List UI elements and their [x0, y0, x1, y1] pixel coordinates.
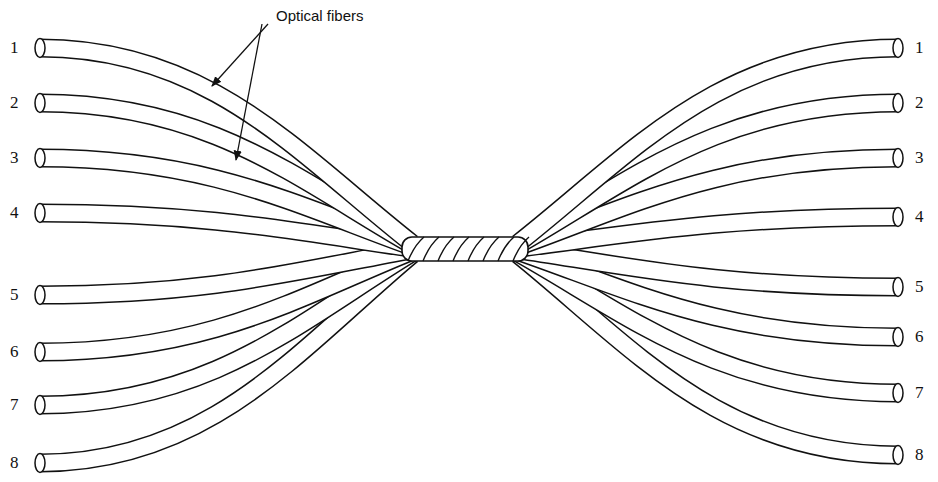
fiber-end	[35, 343, 45, 362]
fiber-end	[893, 278, 903, 297]
twist-strand	[483, 237, 499, 261]
fiber-end	[893, 384, 903, 403]
fiber-end	[893, 328, 903, 347]
optical-fibers	[35, 39, 903, 473]
fiber-left-core	[40, 250, 412, 295]
twist-strand	[468, 237, 484, 261]
fiber-end	[893, 208, 903, 227]
fiber-number: 7	[915, 384, 924, 401]
fiber-number: 5	[10, 286, 19, 303]
twist-outline	[402, 237, 528, 261]
fiber-number: 4	[10, 204, 19, 221]
twist-strand	[453, 237, 469, 261]
fiber-number: 4	[915, 208, 924, 225]
twist-strand	[408, 237, 424, 261]
fiber-right-core	[518, 48, 898, 243]
fiber-end	[35, 94, 45, 113]
fiber-number: 8	[915, 446, 924, 463]
fiber-right	[518, 250, 898, 287]
leader-lines	[212, 24, 268, 160]
fiber-number: 7	[10, 396, 19, 413]
fiber-left	[40, 103, 412, 245]
fiber-end	[893, 149, 903, 168]
fiber-right	[518, 103, 898, 245]
fiber-number: 8	[10, 454, 19, 471]
fiber-left	[40, 250, 412, 295]
twist-strand	[423, 237, 439, 261]
fiber-end	[35, 396, 45, 415]
fiber-end	[35, 286, 45, 305]
fiber-right-core	[518, 250, 898, 287]
fiber-number: 1	[10, 39, 19, 56]
fiber-end	[35, 454, 45, 473]
part-label: Optical fibers	[274, 8, 366, 23]
fiber-end	[35, 39, 45, 58]
fiber-number: 2	[915, 94, 924, 111]
fiber-left-core	[40, 48, 412, 243]
fiber-right-core	[518, 103, 898, 245]
fiber-end	[35, 149, 45, 168]
fiber-number: 3	[915, 149, 924, 166]
twist-strand	[438, 237, 454, 261]
fiber-end	[893, 94, 903, 113]
twist-strand	[513, 237, 529, 261]
fiber-left	[40, 48, 412, 243]
fiber-end	[893, 446, 903, 465]
twist-strand	[498, 237, 514, 261]
fiber-number: 6	[915, 328, 924, 345]
fiber-right	[518, 48, 898, 243]
fiber-end	[893, 39, 903, 58]
fiber-number: 3	[10, 149, 19, 166]
fiber-number: 1	[915, 39, 924, 56]
fiber-end	[35, 204, 45, 223]
fiber-number: 5	[915, 278, 924, 295]
fiber-number: 6	[10, 343, 19, 360]
twisted-bundle	[402, 237, 529, 261]
fiber-left-core	[40, 103, 412, 245]
fiber-number: 2	[10, 94, 19, 111]
